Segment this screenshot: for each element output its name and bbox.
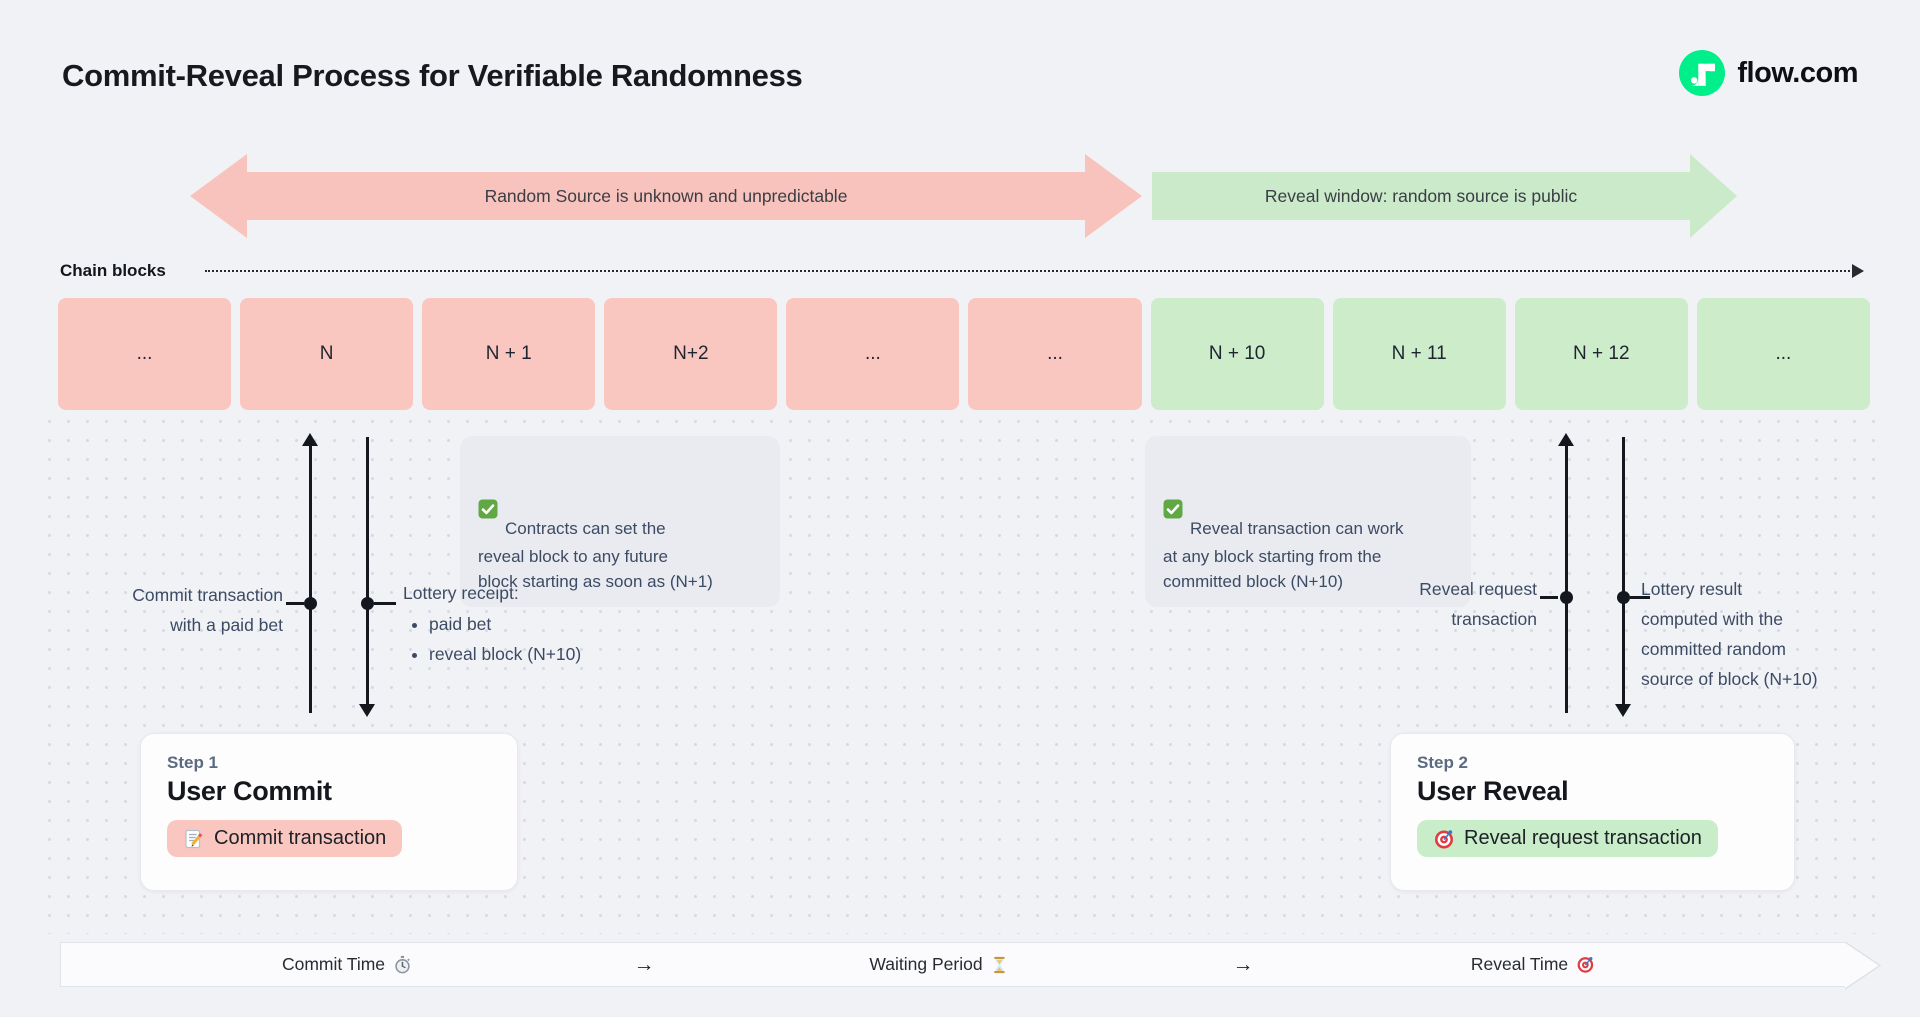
lottery-result-label: Lottery result computed with the committ…	[1641, 579, 1818, 689]
lottery-receipt-label: Lottery receipt: paid bet reveal block (…	[403, 578, 581, 669]
step1-card: Step 1 User Commit Commit transaction	[140, 733, 518, 891]
timeline-waiting-period: Waiting Period	[869, 943, 1008, 986]
arrow-down-icon	[359, 704, 375, 717]
chain-line-arrow-icon	[1852, 264, 1864, 278]
junction-dot	[361, 597, 374, 610]
chain-block: N	[240, 298, 414, 410]
public-range-label: Reveal window: random source is public	[1264, 186, 1578, 206]
target-icon	[1433, 828, 1455, 850]
connector-dash	[286, 602, 304, 605]
stopwatch-icon	[393, 955, 412, 974]
reveal-request-label: Reveal request transaction	[1419, 579, 1537, 629]
brand-name: flow.com	[1737, 56, 1858, 89]
chain-block: N + 11	[1332, 298, 1506, 410]
check-icon	[478, 474, 498, 544]
hourglass-icon	[991, 956, 1009, 974]
result-down-arrow-line	[1622, 437, 1625, 705]
chain-block: N+2	[604, 298, 778, 410]
chain-dotted-line	[205, 270, 1850, 272]
reveal-request-pill: Reveal request transaction	[1417, 820, 1718, 857]
reveal-note: Reveal transaction can work at any block…	[1145, 436, 1471, 607]
receipt-title: Lottery receipt:	[403, 583, 519, 603]
memo-icon	[183, 828, 205, 850]
receipt-item: paid bet	[429, 609, 581, 639]
chain-block: N + 12	[1514, 298, 1688, 410]
timeline-label: Commit Time	[281, 954, 386, 974]
timeline-arrow: →	[633, 952, 655, 976]
timeline-label: Reveal Time	[1470, 954, 1569, 974]
target-icon	[1576, 955, 1595, 974]
commit-transaction-pill: Commit transaction	[167, 820, 403, 857]
step1-title: User Commit	[167, 776, 332, 806]
chain-block: ...	[968, 298, 1142, 410]
arrow-up-icon	[302, 433, 318, 446]
chain-block: ...	[1696, 298, 1870, 410]
chain-blocks-label: Chain blocks	[60, 261, 166, 280]
step2-button-label: Reveal request transaction	[1464, 827, 1702, 849]
timeline-bar: Commit Time → Waiting Period	[60, 942, 1846, 987]
chain-blocks-row: ... N N + 1 N+2 ... ... N + 10 N + 11 N …	[58, 298, 1870, 410]
step2-label: Step 2	[1417, 753, 1469, 772]
flow-brand: flow.com	[1679, 50, 1858, 96]
junction-dot	[1560, 591, 1573, 604]
unknown-range-label: Random Source is unknown and unpredictab…	[484, 186, 848, 206]
commit-note: Contracts can set the reveal block to an…	[460, 436, 780, 607]
step1-label: Step 1	[167, 753, 219, 772]
check-icon	[1163, 474, 1183, 544]
chain-block: ...	[786, 298, 960, 410]
public-range-arrow	[1152, 154, 1737, 238]
arrow-up-icon	[1558, 433, 1574, 446]
flow-logo-icon	[1679, 50, 1726, 96]
receipt-item: reveal block (N+10)	[429, 639, 581, 669]
timeline-reveal-time: Reveal Time	[1471, 943, 1595, 986]
step1-button-label: Commit transaction	[214, 827, 387, 849]
step2-card: Step 2 User Reveal Reveal request transa…	[1390, 733, 1795, 891]
chain-block: ...	[58, 298, 232, 410]
connector-dash	[374, 602, 396, 605]
connector-dash	[1630, 596, 1650, 599]
timeline-end-chevron-icon	[1845, 941, 1885, 990]
junction-dot	[1617, 591, 1630, 604]
step2-title: User Reveal	[1417, 776, 1569, 806]
connector-dash	[1540, 596, 1558, 599]
chain-block: N + 10	[1150, 298, 1324, 410]
commit-up-arrow-line	[309, 445, 312, 713]
page-title: Commit-Reveal Process for Verifiable Ran…	[62, 58, 803, 93]
timeline-commit-time: Commit Time	[282, 943, 412, 986]
reveal-note-text: Reveal transaction can work at any block…	[1163, 519, 1404, 591]
arrow-down-icon	[1615, 704, 1631, 717]
chain-block: N + 1	[422, 298, 596, 410]
timeline-arrow: →	[1232, 952, 1254, 976]
unknown-range-arrow	[190, 154, 1142, 238]
timeline-label: Waiting Period	[869, 954, 983, 974]
junction-dot	[304, 597, 317, 610]
commit-transaction-label: Commit transaction with a paid bet	[132, 585, 283, 635]
range-arrows-graphic	[190, 154, 1737, 238]
receipt-down-arrow-line	[366, 437, 369, 705]
commit-note-text: Contracts can set the reveal block to an…	[478, 519, 713, 591]
reveal-up-arrow-line	[1565, 445, 1568, 713]
